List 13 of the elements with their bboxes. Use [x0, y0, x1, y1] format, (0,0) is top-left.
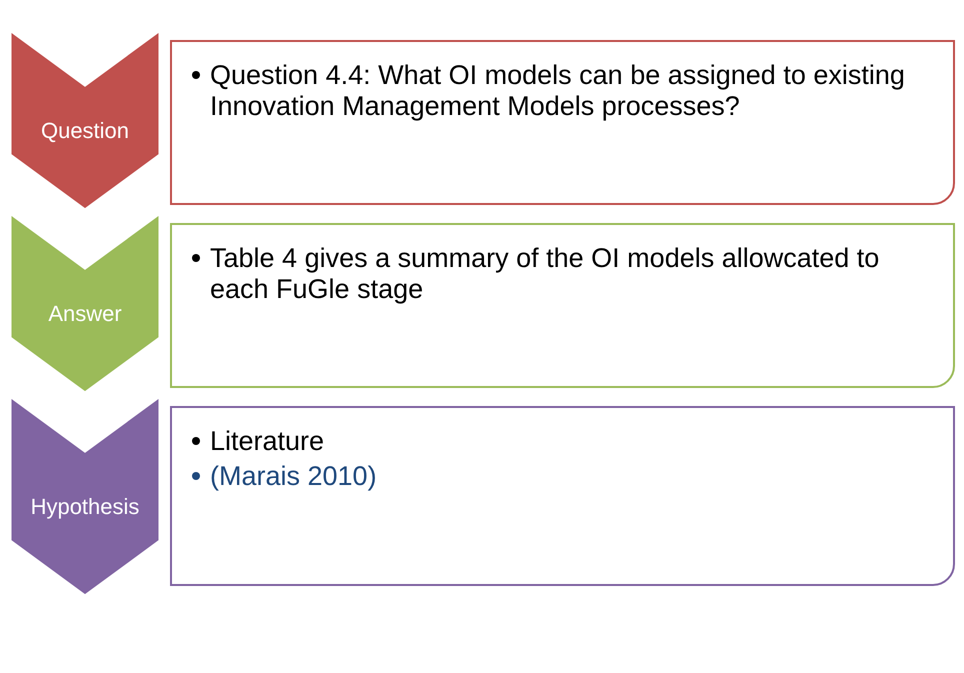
- stage-label: Hypothesis: [30, 494, 140, 520]
- stage-label: Answer: [47, 301, 123, 327]
- text-panel: [170, 223, 955, 388]
- chevron-shape: [10, 213, 160, 393]
- chevron-shape: [10, 396, 160, 596]
- stage-label: Question: [40, 118, 130, 144]
- text-panel: [170, 40, 955, 205]
- bullet-text: (Marais 2010): [210, 461, 377, 492]
- bullet-text: Literature: [210, 426, 324, 458]
- text-panel: [170, 406, 955, 586]
- bullet-text: Question 4.4: What OI models can be assigned to existing Innovation Management Models processes?: [210, 60, 906, 122]
- bullet-text: Table 4 gives a summary of the OI models allowcated to each FuGle stage: [210, 243, 880, 306]
- chevron-shape: [10, 30, 160, 210]
